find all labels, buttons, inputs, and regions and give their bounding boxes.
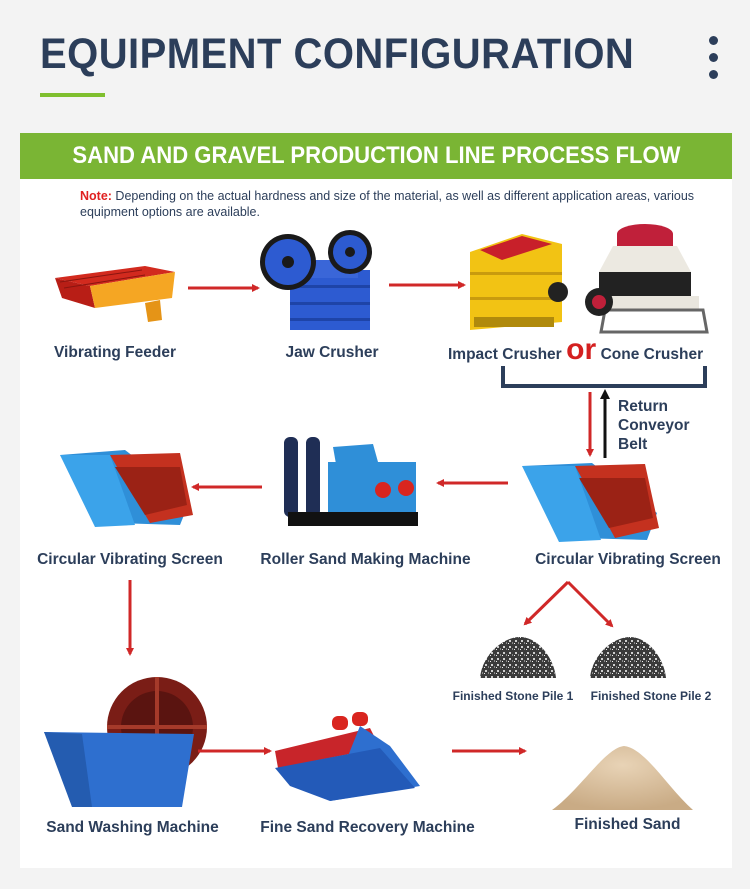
or-connector: or (566, 333, 597, 366)
banner-title: SAND AND GRAVEL PRODUCTION LINE PROCESS … (71, 142, 681, 169)
note: Note: Depending on the actual hardness a… (80, 188, 700, 220)
cone-crusher-image (585, 224, 709, 334)
jaw-crusher-label: Jaw Crusher (285, 344, 379, 361)
vertical-ellipsis-icon[interactable] (705, 36, 721, 82)
finished-sand-image (552, 746, 693, 810)
return-label-line1: Return (618, 398, 668, 415)
arrow-split-to-pile-2 (566, 580, 614, 628)
circular-screen-left-image (60, 450, 193, 527)
roller-sand-making-image (284, 437, 418, 526)
stone-pile-1-image (480, 637, 556, 678)
note-text: Depending on the actual hardness and siz… (80, 189, 695, 219)
finished-sand-label: Finished Sand (574, 816, 681, 833)
circular-screen-left-label: Circular Vibrating Screen (37, 551, 223, 568)
impact-crusher-image (470, 234, 568, 330)
circular-screen-right-image (522, 463, 659, 542)
vibrating-feeder-label: Vibrating Feeder (53, 344, 177, 361)
crusher-option-labels: Impact Crusher or Cone Crusher (448, 333, 703, 367)
fine-sand-recovery-image (275, 712, 420, 801)
cone-crusher-label: Cone Crusher (600, 346, 704, 363)
note-label: Note: (80, 189, 112, 203)
arrow-split-to-pile-1 (523, 580, 570, 626)
sand-washing-image (44, 677, 207, 807)
impact-crusher-label: Impact Crusher (448, 346, 562, 363)
page-title: EQUIPMENT CONFIGURATION (40, 30, 635, 78)
circular-screen-right-label: Circular Vibrating Screen (535, 551, 721, 568)
stone-pile-2-image (590, 637, 666, 678)
crusher-bracket (501, 366, 707, 388)
return-conveyor-label: Return Conveyor Belt (618, 397, 690, 454)
stone-pile-2-label: Finished Stone Pile 2 (590, 689, 712, 703)
vibrating-feeder-image (55, 266, 175, 322)
sand-washing-label: Sand Washing Machine (46, 819, 219, 836)
return-label-line2: Conveyor (618, 417, 690, 434)
title-underline (40, 93, 105, 97)
process-flow-banner: SAND AND GRAVEL PRODUCTION LINE PROCESS … (20, 133, 732, 179)
jaw-crusher-image (260, 230, 372, 330)
roller-sand-making-label: Roller Sand Making Machine (260, 551, 471, 568)
stone-pile-1-label: Finished Stone Pile 1 (452, 689, 574, 703)
return-label-line3: Belt (618, 436, 648, 453)
fine-sand-recovery-label: Fine Sand Recovery Machine (260, 819, 475, 836)
